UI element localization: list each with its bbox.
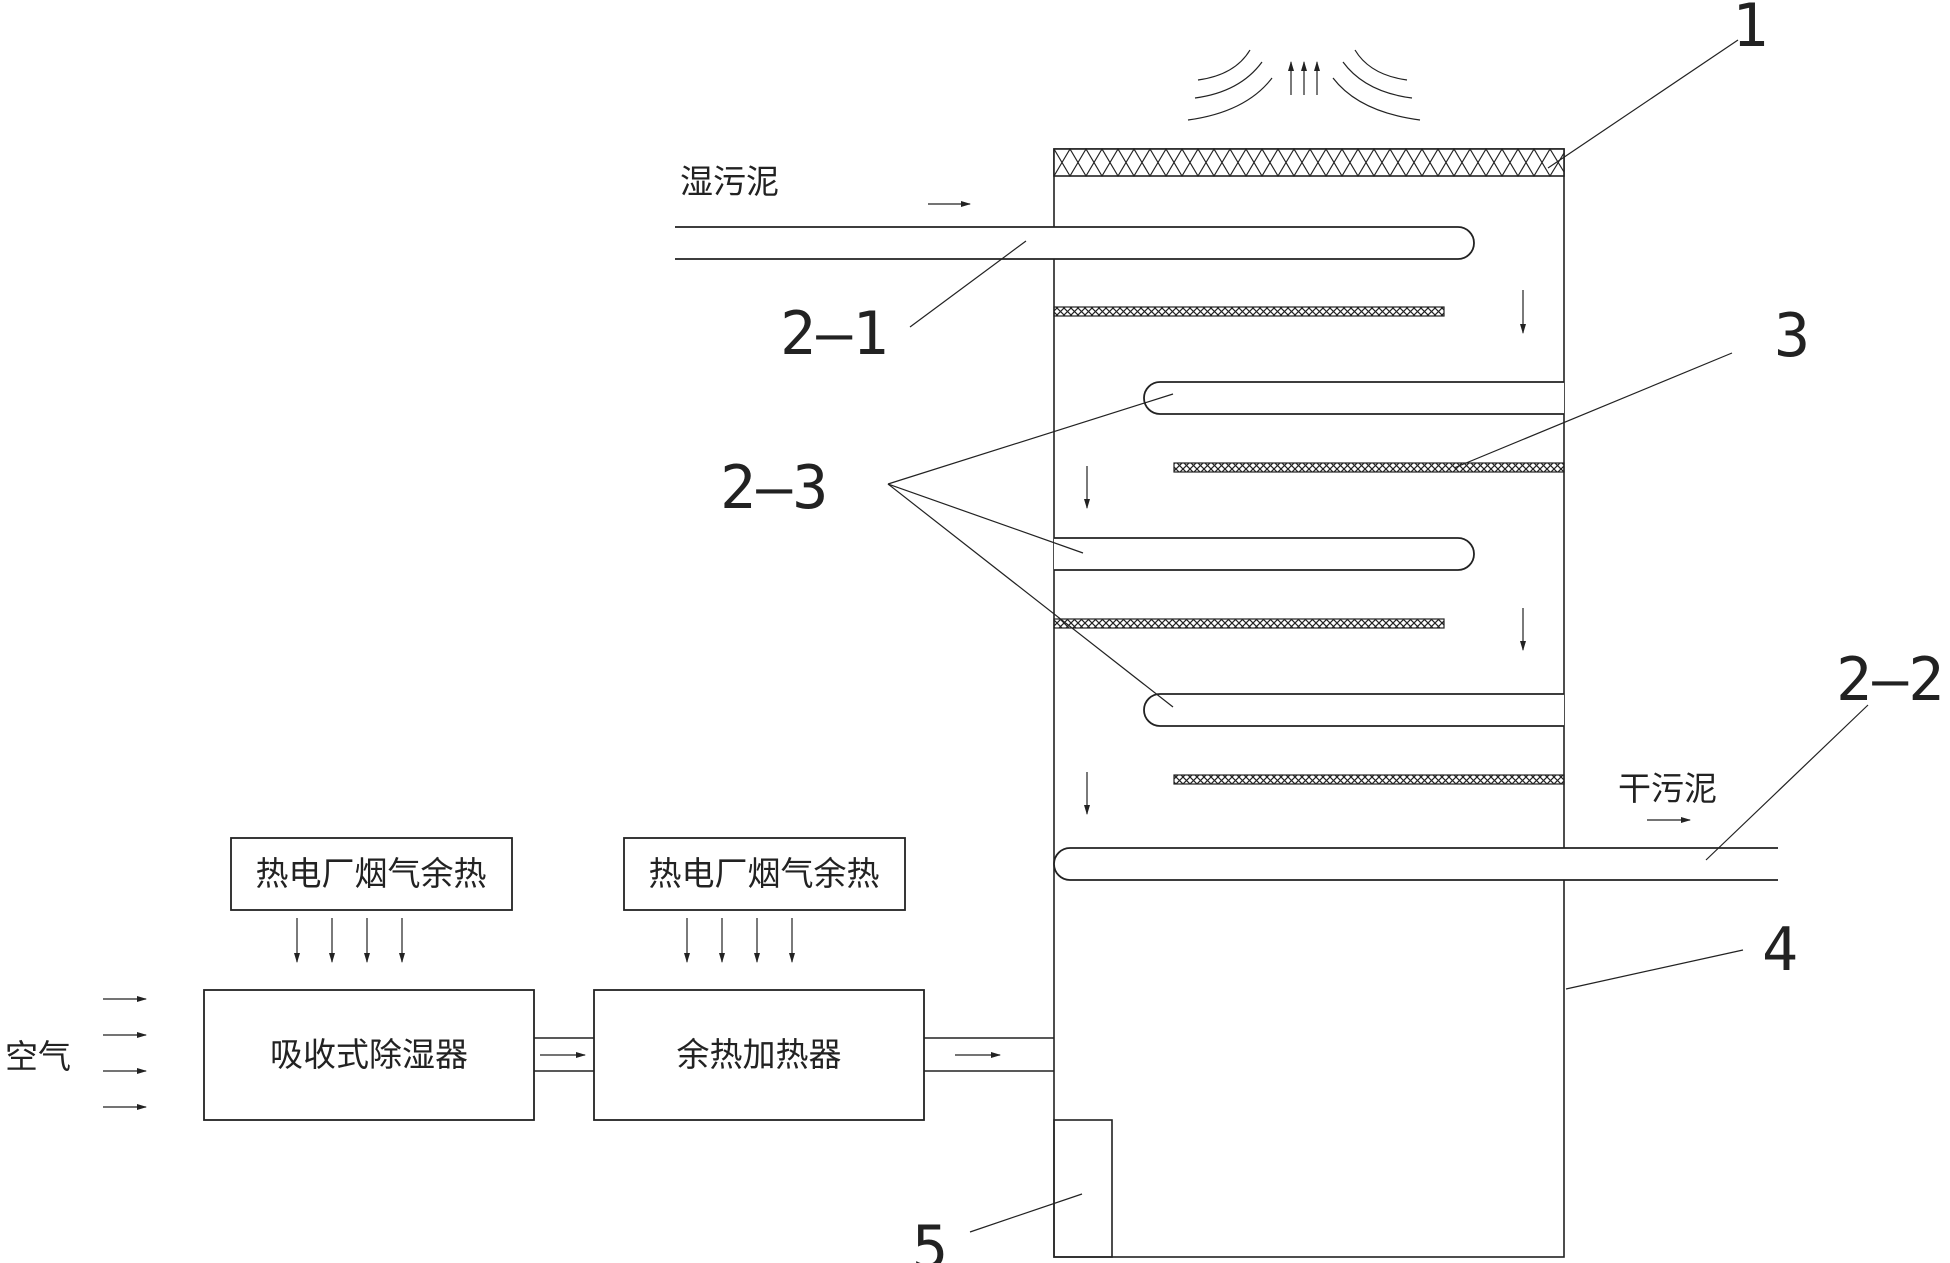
leader-line-5 [969, 1193, 1083, 1233]
heat-arrows-1 [294, 918, 405, 963]
mesh-belt [1173, 462, 1565, 473]
callout-2-1: 2—1 [780, 299, 888, 369]
duct-heater-to-tower [924, 1037, 1054, 1072]
vapor-wave-right [1332, 77, 1421, 121]
duct-dehumidifier-to-heater [534, 1037, 594, 1072]
callout-5: 5 [912, 1213, 948, 1263]
exhaust-vapor [1187, 49, 1421, 121]
leader-line-3 [1453, 352, 1733, 469]
intermediate-pipe [1054, 537, 1475, 571]
vapor-wave-left [1194, 61, 1263, 99]
vapor-wave-right [1342, 61, 1413, 99]
heater-box [593, 989, 925, 1121]
mesh-belt [1173, 774, 1565, 785]
wet-sludge-label: 湿污泥 [680, 162, 779, 201]
heater-label: 余热加热器 [677, 1035, 842, 1074]
intermediate-pipe [1143, 693, 1564, 727]
callout-2-2: 2—2 [1836, 645, 1944, 715]
vapor-wave-left [1197, 49, 1251, 81]
flue-heat-label-2: 热电厂烟气余热 [649, 854, 880, 893]
air-label: 空气 [5, 1037, 71, 1076]
leader-line-2-2 [1705, 704, 1869, 861]
leader-line-1 [1547, 39, 1739, 169]
dry-sludge-label: 干污泥 [1618, 769, 1717, 808]
callout-4: 4 [1762, 915, 1798, 985]
top-filter-layer [1053, 147, 1565, 178]
component-5-box [1053, 1119, 1113, 1258]
callout-2-3: 2—3 [720, 453, 828, 523]
flue-heat-label-1: 热电厂烟气余热 [256, 854, 487, 893]
flue-heat-box-1 [230, 837, 513, 911]
vapor-wave-right [1354, 49, 1408, 81]
callout-1: 1 [1732, 0, 1768, 61]
flue-heat-box-2 [623, 837, 906, 911]
leader-line-4 [1565, 949, 1744, 990]
mesh-belt [1053, 306, 1445, 317]
callout-3: 3 [1774, 301, 1810, 371]
intermediate-pipe [1143, 381, 1564, 415]
leader-lines-2-3 [887, 393, 1174, 708]
heat-arrows-2 [684, 918, 795, 963]
dehumidifier-box [203, 989, 535, 1121]
dehumidifier-label: 吸收式除湿器 [270, 1035, 468, 1074]
leader-line-2-1 [909, 240, 1027, 328]
outlet-pipe [1053, 847, 1778, 881]
vapor-wave-left [1187, 77, 1273, 121]
mesh-belt [1053, 618, 1445, 629]
inlet-pipe [675, 226, 1475, 260]
